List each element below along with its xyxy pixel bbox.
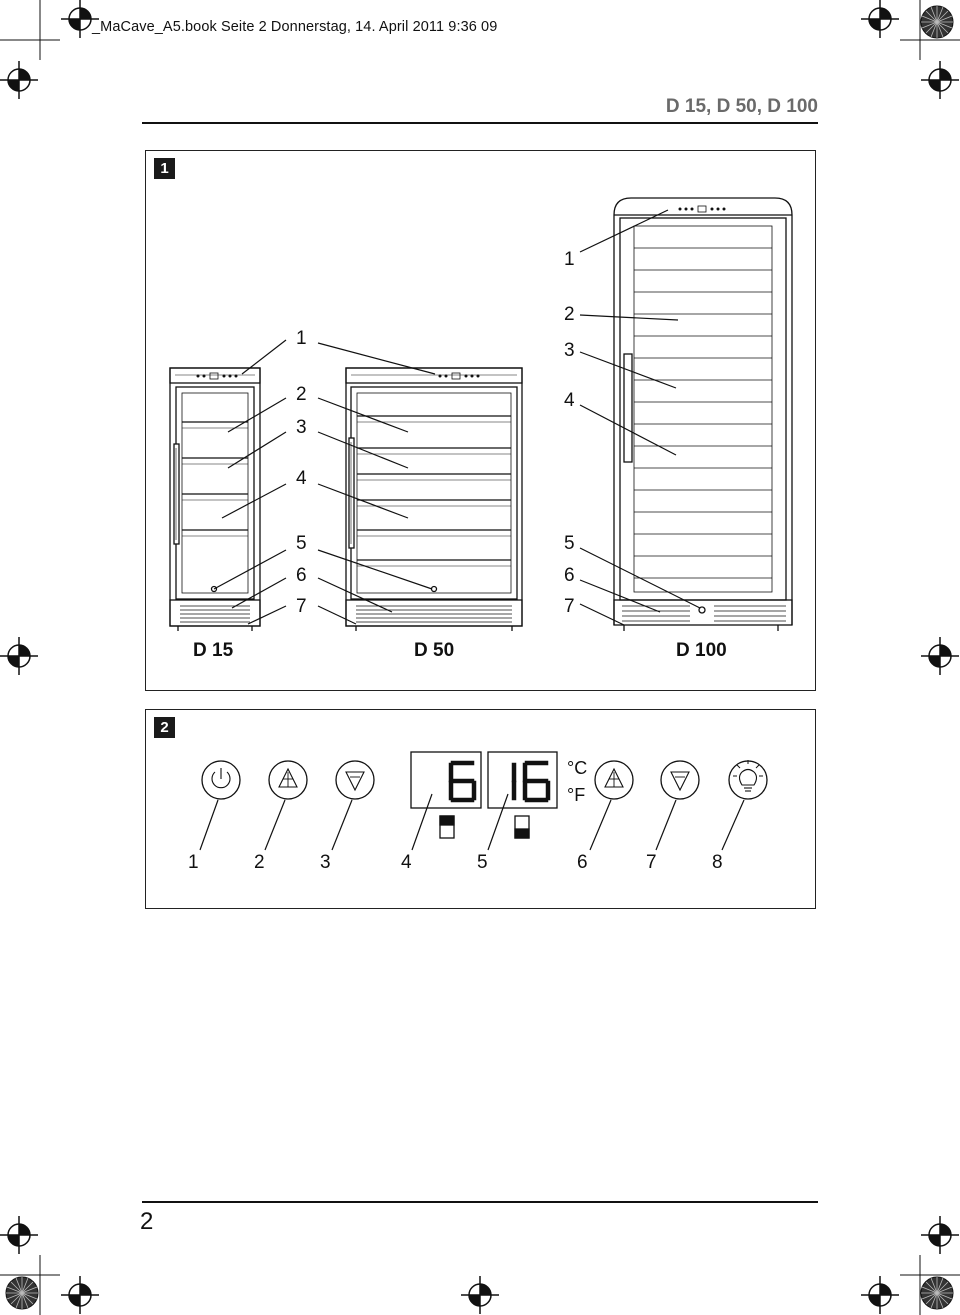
temp-up-button-2-icon bbox=[594, 760, 634, 800]
header-rule bbox=[142, 122, 818, 124]
power-button-icon bbox=[201, 760, 241, 800]
d100-fridge-drawing bbox=[613, 197, 793, 631]
temp-down-button-icon bbox=[335, 760, 375, 800]
control-panel-drawing bbox=[201, 751, 768, 839]
callout-1: 1 bbox=[296, 328, 307, 349]
panel-callout-5: 5 bbox=[477, 852, 488, 873]
figure-1-badge: 1 bbox=[154, 158, 175, 179]
panel-callout-4: 4 bbox=[401, 852, 412, 873]
panel-callout-3: 3 bbox=[320, 852, 331, 873]
temp-up-button-icon bbox=[268, 760, 308, 800]
callout-5: 5 bbox=[296, 533, 307, 554]
display-right-value: 16 bbox=[490, 754, 491, 755]
callout-4: 4 bbox=[296, 468, 307, 489]
d100-callout-7: 7 bbox=[564, 596, 575, 617]
d100-callout-2: 2 bbox=[564, 304, 575, 325]
crop-info-line: _MaCave_A5.book Seite 2 Donnerstag, 14. … bbox=[92, 19, 498, 35]
d50-fridge-drawing bbox=[345, 367, 523, 631]
display-lower-zone bbox=[487, 751, 558, 809]
seven-segment-digits bbox=[448, 760, 551, 803]
d100-callout-3: 3 bbox=[564, 340, 575, 361]
footer-rule bbox=[142, 1201, 818, 1203]
display-upper-zone bbox=[410, 751, 482, 809]
header-title: D 15, D 50, D 100 bbox=[665, 96, 818, 117]
d100-callout-6: 6 bbox=[564, 565, 575, 586]
unit-fahrenheit: °F bbox=[567, 785, 586, 805]
panel-callout-6: 6 bbox=[577, 852, 588, 873]
model-label-d15: D 15 bbox=[193, 640, 234, 661]
figure-2-box bbox=[145, 709, 816, 909]
d100-callout-4: 4 bbox=[564, 390, 575, 411]
model-label-d100: D 100 bbox=[676, 640, 727, 661]
panel-callout-7: 7 bbox=[646, 852, 657, 873]
figure-2-badge: 2 bbox=[154, 717, 175, 738]
d100-callout-5: 5 bbox=[564, 533, 575, 554]
d15-fridge-drawing bbox=[169, 367, 261, 631]
figure-1-box bbox=[145, 150, 816, 691]
callout-2: 2 bbox=[296, 384, 307, 405]
callout-6: 6 bbox=[296, 565, 307, 586]
panel-callout-8: 8 bbox=[712, 852, 723, 873]
display-left-value: 6 bbox=[413, 754, 414, 755]
panel-callout-1: 1 bbox=[188, 852, 199, 873]
callout-3: 3 bbox=[296, 417, 307, 438]
fig2-leader-lines bbox=[199, 793, 745, 851]
panel-callout-2: 2 bbox=[254, 852, 265, 873]
unit-celsius: °C bbox=[567, 758, 588, 778]
temp-down-button-2-icon bbox=[660, 760, 700, 800]
callout-7: 7 bbox=[296, 596, 307, 617]
model-label-d50: D 50 bbox=[414, 640, 455, 661]
page-number: 2 bbox=[140, 1208, 154, 1235]
fig1-leader-lines bbox=[213, 209, 701, 626]
d100-callout-1: 1 bbox=[564, 249, 575, 270]
